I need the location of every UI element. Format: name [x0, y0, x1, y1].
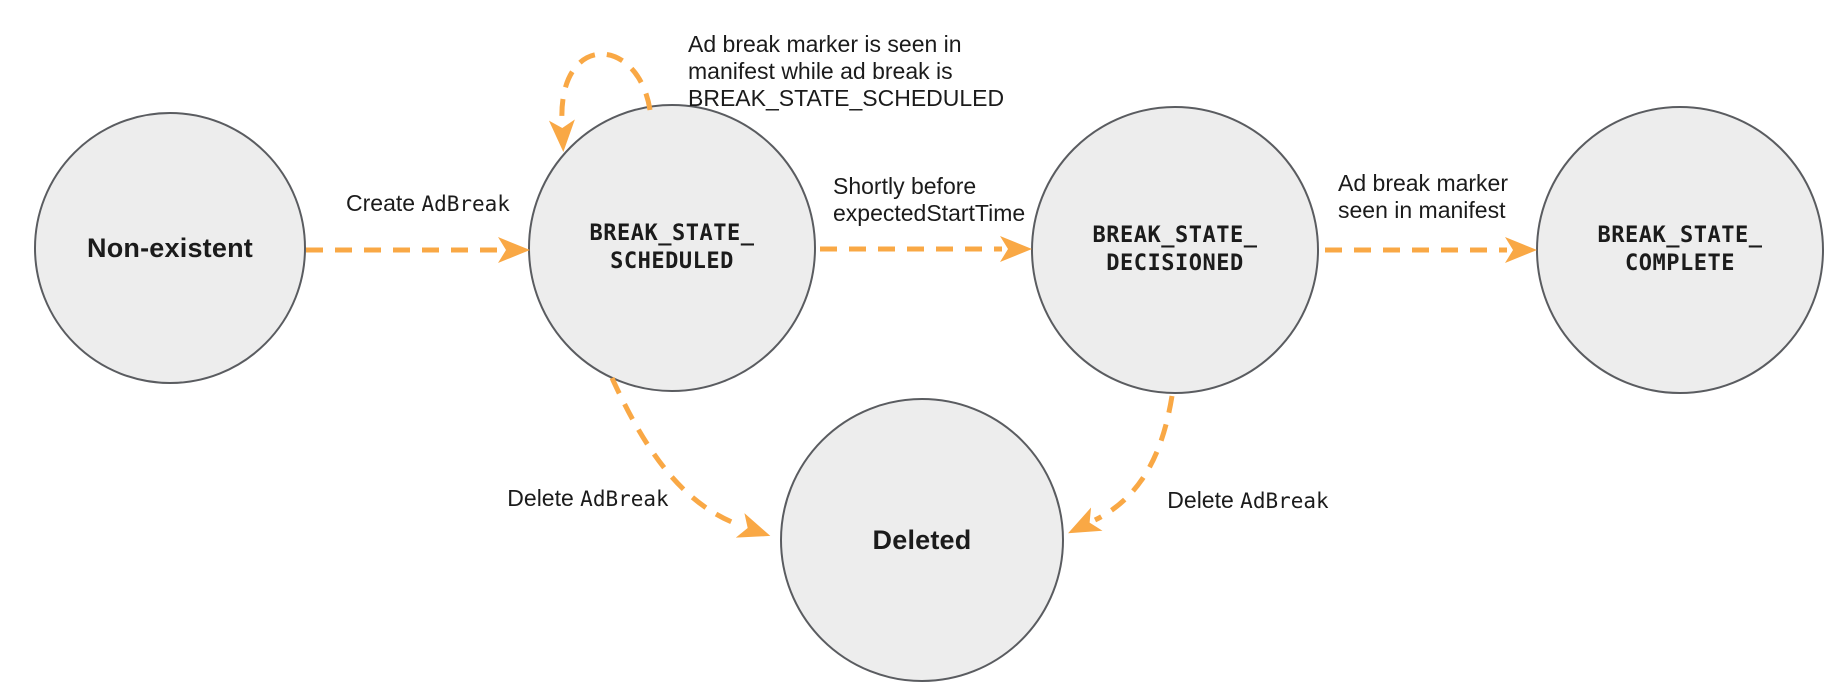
create-label-code: AdBreak: [421, 192, 510, 216]
marker-seen-line2: seen in manifest: [1338, 197, 1506, 223]
state-label-complete-line1: BREAK_STATE_: [1597, 223, 1763, 248]
state-label-complete-line2: COMPLETE: [1625, 251, 1735, 276]
delete-right-text: Delete: [1167, 487, 1241, 513]
delete-left-code: AdBreak: [580, 487, 669, 511]
self-loop-line1: Ad break marker is seen in: [688, 31, 962, 57]
self-loop-line2: manifest while ad break is: [688, 58, 953, 84]
transition-label-create-adbreak: Create AdBreak: [328, 190, 528, 218]
state-label-deleted: Deleted: [872, 524, 972, 555]
state-circle-break-state-decisioned: BREAK_STATE_ DECISIONED: [1031, 106, 1319, 394]
transition-label-marker-seen: Ad break marker seen in manifest: [1338, 170, 1508, 224]
state-label-scheduled-line2: SCHEDULED: [610, 249, 734, 274]
state-label-decisioned-line2: DECISIONED: [1106, 251, 1244, 276]
state-circle-break-state-complete: BREAK_STATE_ COMPLETE: [1536, 106, 1824, 394]
state-label-scheduled-line1: BREAK_STATE_: [589, 221, 755, 246]
delete-right-code: AdBreak: [1240, 489, 1329, 513]
state-circle-non-existent: Non-existent: [34, 112, 306, 384]
state-label-non-existent: Non-existent: [87, 232, 253, 263]
delete-left-text: Delete: [507, 485, 581, 511]
expected-start-time-code: expectedStartTime: [833, 200, 1026, 226]
state-label-decisioned-line1: BREAK_STATE_: [1092, 223, 1258, 248]
create-label-text: Create: [346, 190, 422, 216]
shortly-before-text: Shortly before: [833, 173, 977, 199]
transition-label-shortly-before: Shortly before expectedStartTime: [833, 173, 1025, 227]
self-loop-line3-code: BREAK_STATE_SCHEDULED: [688, 85, 1005, 111]
transition-label-delete-from-decisioned: Delete AdBreak: [1148, 487, 1348, 515]
transition-label-self-loop: Ad break marker is seen in manifest whil…: [688, 31, 1004, 112]
state-circle-break-state-scheduled: BREAK_STATE_ SCHEDULED: [528, 104, 816, 392]
state-circle-deleted: Deleted: [780, 398, 1064, 682]
transition-label-delete-from-scheduled: Delete AdBreak: [488, 485, 688, 513]
marker-seen-line1: Ad break marker: [1338, 170, 1509, 196]
